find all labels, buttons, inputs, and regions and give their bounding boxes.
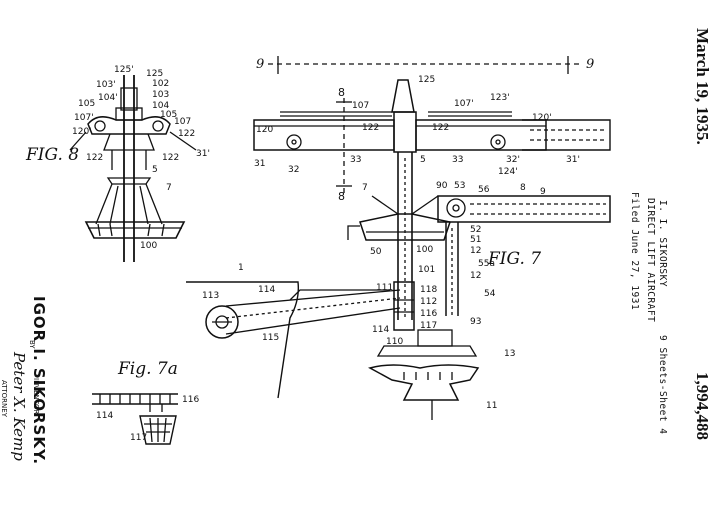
ref-m13: 13: [504, 349, 515, 359]
section-9-left: 9: [256, 57, 264, 72]
ref-t5: 5: [420, 155, 426, 165]
ref-t33: 33: [350, 155, 361, 165]
section-line-8: [336, 98, 352, 196]
fig7a-label: Fig. 7a: [117, 359, 178, 379]
ref-m12: 12: [470, 246, 481, 256]
ref-t32: 32: [288, 165, 299, 175]
ref-t124p: 124': [498, 167, 518, 177]
ref-t125: 125: [418, 75, 435, 85]
ref-m113: 113: [202, 291, 219, 301]
ref-m55a: 55a: [478, 259, 495, 269]
ref-104p: 104': [98, 93, 118, 103]
ref-122b: 122: [86, 153, 103, 163]
ref-103: 103: [152, 90, 169, 100]
fig7a-refs: 114 116 117: [96, 395, 199, 443]
ref-t107p: 107': [454, 99, 474, 109]
ref-m52: 52: [470, 225, 481, 235]
ref-m111: 111: [376, 283, 393, 293]
ref-107: 107: [174, 117, 191, 127]
ref-m100: 100: [416, 245, 433, 255]
ref-105: 105: [78, 99, 95, 109]
ref-t31p: 31': [566, 155, 580, 165]
ref-t32p: 32': [506, 155, 520, 165]
fig7-refs: 7 90 53 56 8 9 50 100 52 51 12 55a 12 10…: [202, 181, 546, 411]
section-9-right: 9: [586, 57, 594, 72]
ref-m11: 11: [486, 401, 497, 411]
ref-t122: 122: [362, 123, 379, 133]
ref-m114b: 114: [372, 325, 389, 335]
ref-m116: 116: [420, 309, 437, 319]
section-8-bottom: 8: [338, 190, 345, 203]
ref-t123p: 123': [490, 93, 510, 103]
ref-m112: 112: [420, 297, 437, 307]
ref-120p: 120': [72, 127, 92, 137]
ref-103p: 103': [96, 80, 116, 90]
ref-122: 122: [178, 129, 195, 139]
ref-m117: 117: [420, 321, 437, 331]
ref-5: 5: [152, 165, 158, 175]
ref-125: 125: [146, 69, 163, 79]
ref-m101: 101: [418, 265, 435, 275]
ref-m51: 51: [470, 235, 481, 245]
ref-m93: 93: [470, 317, 481, 327]
fig8-label: FIG. 8: [25, 145, 79, 165]
fig7-label: FIG. 7: [487, 249, 541, 269]
ref-t31: 31: [254, 159, 265, 169]
ref-7: 7: [166, 183, 172, 193]
ref-t120: 120: [256, 125, 273, 135]
fig8-refs: 125' 125 103' 102 103 104' 104 105 105 1…: [72, 65, 210, 251]
ref-t33b: 33: [452, 155, 463, 165]
ref-m8: 8: [520, 183, 526, 193]
ref-31p: 31': [196, 149, 210, 159]
ref-m114: 114: [258, 285, 275, 295]
ref-m50: 50: [370, 247, 382, 257]
ref-m7: 7: [362, 183, 368, 193]
ref-t122b: 122: [432, 123, 449, 133]
ref-a117: 117: [130, 433, 147, 443]
ref-m115: 115: [262, 333, 279, 343]
section-line-9: [268, 56, 580, 74]
ref-m12b: 12: [470, 271, 481, 281]
ref-m53: 53: [454, 181, 465, 191]
ref-t107: 107: [352, 101, 369, 111]
ref-m56: 56: [478, 185, 490, 195]
ref-100: 100: [140, 241, 157, 251]
ref-t120p: 120': [532, 113, 552, 123]
ref-m1: 1: [238, 263, 244, 273]
ref-107p: 107': [74, 113, 94, 123]
ref-a114: 114: [96, 411, 113, 421]
ref-m90: 90: [436, 181, 448, 191]
ref-122c: 122: [162, 153, 179, 163]
ref-m118: 118: [420, 285, 437, 295]
ref-m54: 54: [484, 289, 496, 299]
ref-a116: 116: [182, 395, 199, 405]
section-8-top: 8: [338, 86, 345, 99]
ref-125p: 125': [114, 65, 134, 75]
ref-102: 102: [152, 79, 169, 89]
ref-m110: 110: [386, 337, 403, 347]
ref-m9: 9: [540, 187, 546, 197]
